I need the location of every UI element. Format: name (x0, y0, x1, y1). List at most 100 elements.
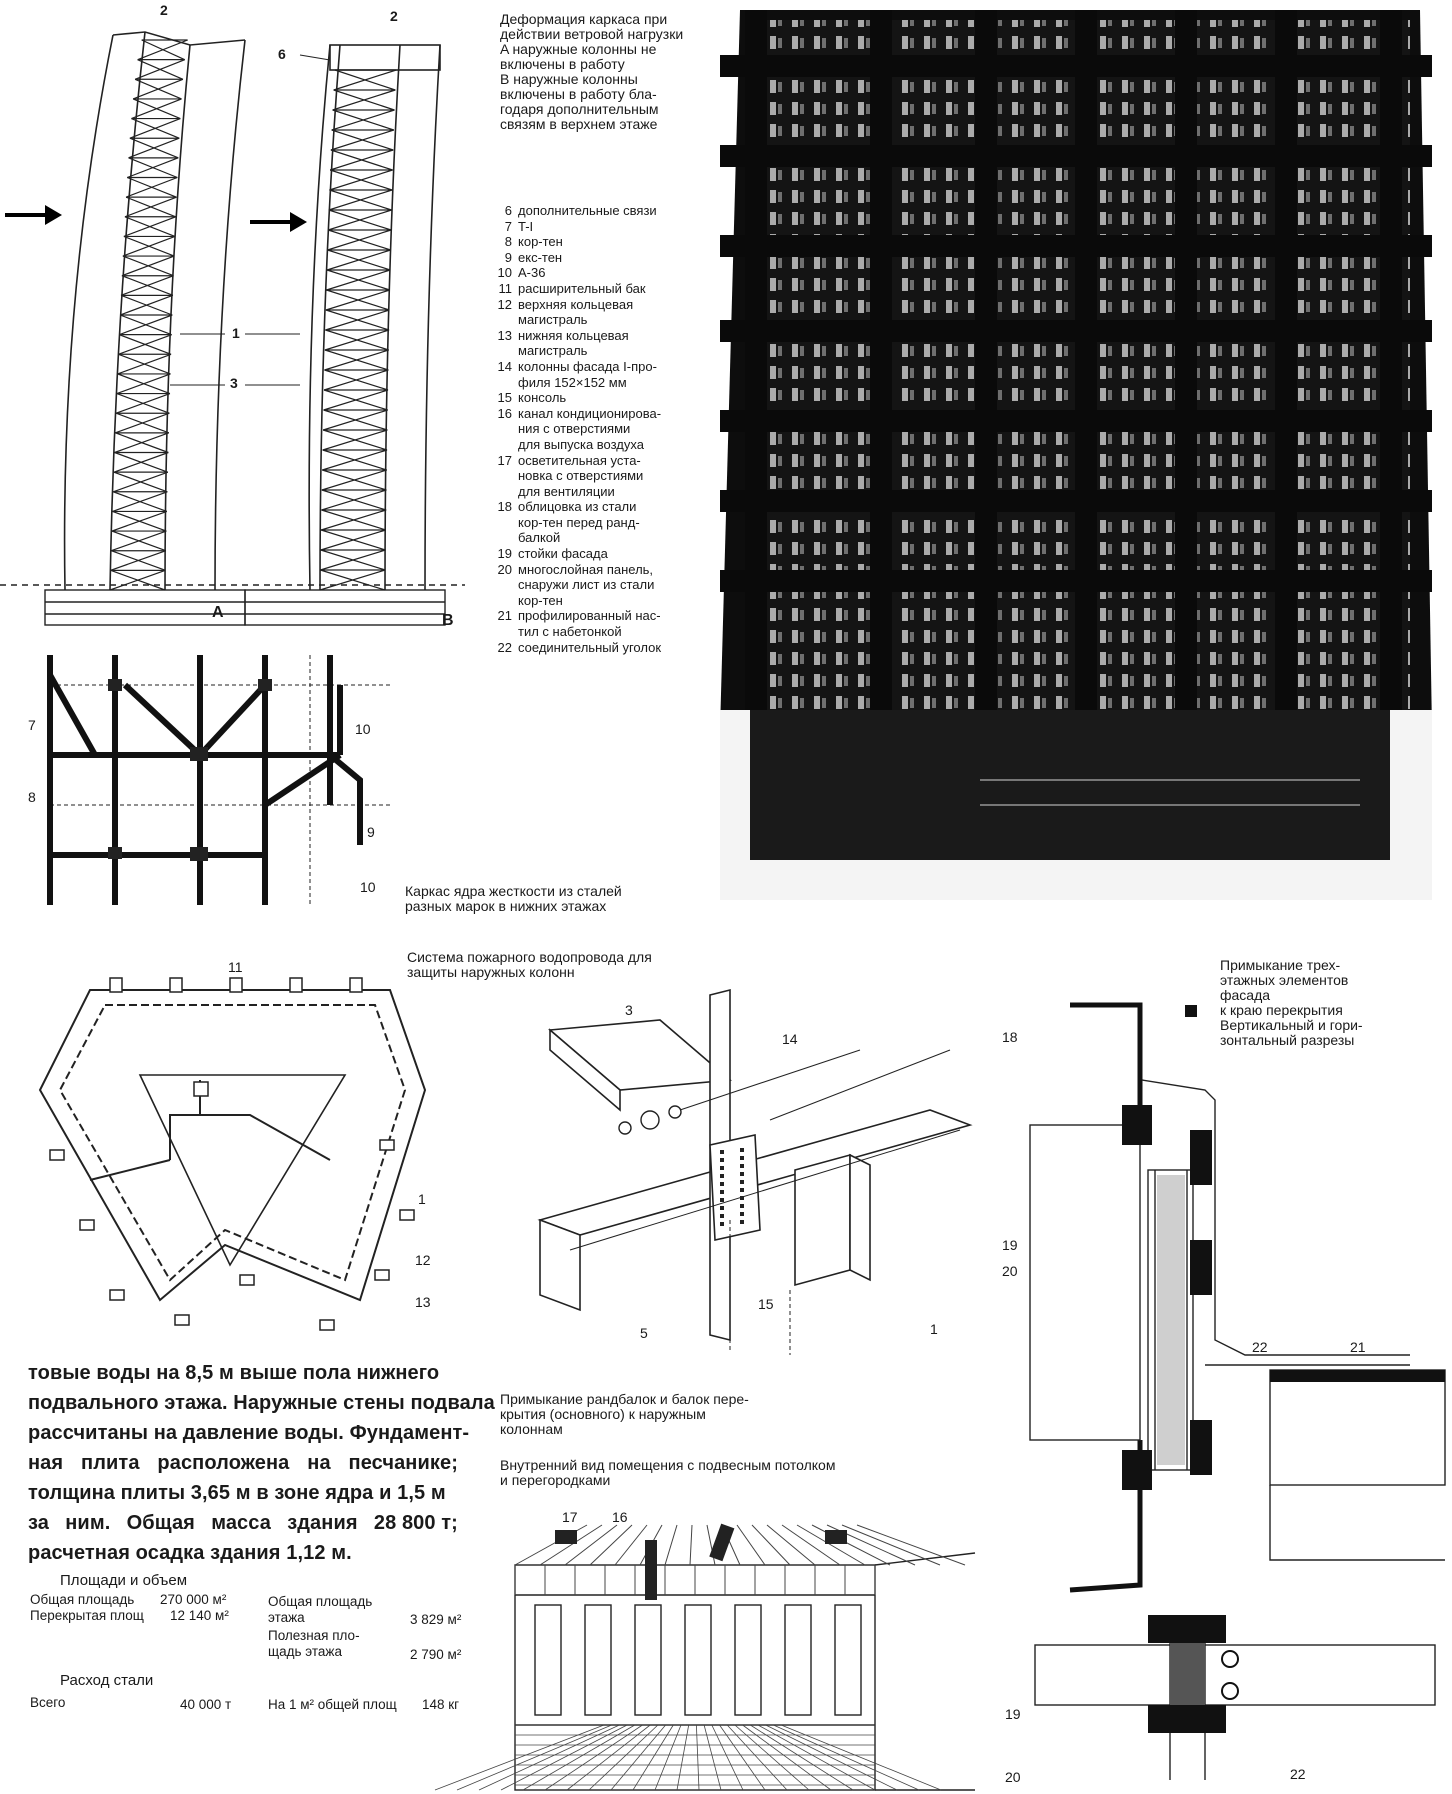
caption-line: разных марок в нижних этажах (405, 898, 607, 914)
core-label-8: 8 (28, 789, 36, 805)
floor-area-label: Общая площадь (268, 1594, 373, 1609)
wind-arrow-icon (250, 212, 307, 232)
caption-line: этажных элементов (1220, 972, 1349, 988)
legend-text: профилированный нас-тил с набетонкой (518, 608, 661, 640)
legend-number: 16 (497, 405, 512, 421)
caption-line: к краю перекрытия (1220, 1002, 1343, 1018)
caption-line: связям в верхнем этаже (500, 116, 658, 132)
horizontal-label-22: 22 (1290, 1766, 1306, 1782)
covered-area-value: 12 140 м² (170, 1608, 229, 1623)
legend-number: 14 (497, 358, 512, 374)
interior-label-17: 17 (562, 1509, 578, 1525)
legend-number: 15 (497, 390, 512, 406)
caption-line: Каркас ядра жесткости из сталей (405, 883, 622, 899)
legend-number: 20 (497, 561, 512, 577)
junction-label-14: 14 (782, 1031, 798, 1047)
body-word: толщина плиты 3,65 м в зоне ядра и 1,5 м (28, 1482, 446, 1504)
caption-line: крытия (основного) к наружным (500, 1406, 706, 1422)
floor-area-label-2: этажа (268, 1610, 305, 1625)
core-frame-drawing (47, 655, 390, 905)
label-3: 3 (230, 375, 238, 391)
fire-label-1: 1 (418, 1191, 426, 1207)
useful-area-label-2: щадь этажа (268, 1644, 342, 1659)
core-label-10: 10 (355, 721, 371, 737)
legend-number: 12 (497, 296, 512, 312)
total-area-label: Общая площадь (30, 1592, 135, 1607)
body-word: песчанике; (348, 1452, 458, 1474)
facade-vertical-section (1029, 1002, 1446, 1593)
body-word: масса (211, 1512, 271, 1534)
body-word: здания (287, 1512, 358, 1534)
caption-line: Деформация каркаса при (500, 11, 668, 27)
facade-label-19: 19 (1002, 1237, 1018, 1253)
total-area-value: 270 000 м² (160, 1592, 227, 1607)
building-photo (720, 10, 1432, 900)
core-label-10b: 10 (360, 879, 376, 895)
junction-label-15: 15 (758, 1296, 774, 1312)
legend-text: кор-тен (518, 234, 563, 250)
caption-line: Система пожарного водопровода для (407, 949, 652, 965)
beam-junction-drawing (537, 988, 973, 1355)
core-label-7: 7 (28, 717, 36, 733)
fire-label-11: 11 (228, 959, 243, 975)
areas-title: Площади и объем (60, 1572, 188, 1589)
fire-label-12: 12 (415, 1252, 431, 1268)
steel-total-label: Всего (30, 1695, 66, 1710)
legend-item: 8 кор-тен (490, 234, 661, 250)
facade-label-22: 22 (1252, 1339, 1268, 1355)
steel-title: Расход стали (60, 1672, 154, 1689)
facade-horizontal-section (1034, 1615, 1436, 1780)
wind-deformation-drawing (0, 31, 465, 626)
legend-item: 10 А-36 (490, 265, 661, 281)
junction-label-5: 5 (640, 1325, 648, 1341)
label-2-b: 2 (390, 8, 398, 24)
label-1: 1 (232, 325, 240, 341)
body-word: ним. (65, 1512, 111, 1534)
legend-number: 19 (497, 546, 512, 562)
label-2-a: 2 (160, 2, 168, 18)
caption-line: B наружные колонны (500, 71, 638, 87)
legend-number: 22 (497, 639, 512, 655)
legend-text: многослойная панель,снаружи лист из стал… (518, 561, 655, 608)
body-word: ная (28, 1452, 64, 1474)
label-A: A (212, 604, 224, 621)
body-line: товые воды на 8,5 м выше пола нижнего (28, 1362, 440, 1384)
caption-junction-beams: Примыкание рандбалок и балок пере-крытия… (500, 1392, 749, 1437)
legend-text: екс-тен (518, 249, 563, 265)
body-word: Общая (126, 1512, 195, 1534)
caption-line: Внутренний вид помещения с подвесным пот… (500, 1457, 836, 1473)
facade-label-21: 21 (1350, 1339, 1366, 1355)
label-B: B (442, 612, 454, 629)
body-line: толщина плиты 3,65 м в зоне ядра и 1,5 м (28, 1478, 458, 1508)
caption-line: и перегородками (500, 1472, 611, 1488)
legend-text: T-I (518, 218, 534, 234)
legend-text: А-36 (518, 265, 546, 281)
body-word: 28 800 т; (373, 1512, 458, 1534)
fire-system-plan (38, 977, 427, 1331)
body-word: на (307, 1452, 331, 1474)
legend-number: 8 (504, 234, 512, 250)
body-line: расчетная осадка здания 1,12 м. (28, 1542, 352, 1564)
legend-number: 10 (497, 265, 512, 281)
body-line: подвального этажа. Наружные стены подвал… (28, 1392, 495, 1414)
caption-line: Примыкание рандбалок и балок пере- (500, 1391, 749, 1407)
fire-label-13: 13 (415, 1294, 431, 1310)
